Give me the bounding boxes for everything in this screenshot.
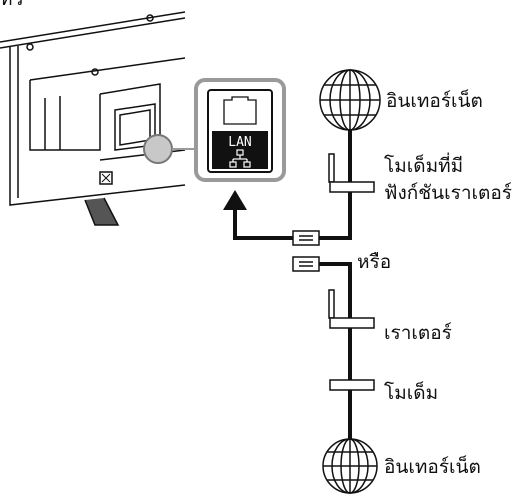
cable-to-router bbox=[319, 262, 352, 318]
or-label: หรือ bbox=[357, 251, 392, 273]
modem-router-device bbox=[328, 153, 375, 193]
internet-label-top: อินเทอร์เน็ต bbox=[386, 90, 483, 112]
modem-label: โมเด็ม bbox=[384, 382, 439, 404]
cable-to-modem-router bbox=[319, 192, 352, 240]
modem-device bbox=[329, 379, 375, 391]
modem-router-label: โมเด็มที่มี ฟังก์ชันเราเตอร์ bbox=[384, 155, 512, 204]
network-icon bbox=[229, 149, 251, 168]
ethernet-socket-icon bbox=[223, 96, 257, 125]
lan-cable-to-tv bbox=[233, 208, 293, 240]
lan-port-callout: LAN bbox=[194, 78, 286, 182]
tv-rear-panel bbox=[0, 11, 186, 226]
router-device bbox=[328, 289, 375, 329]
lan-port-label: LAN bbox=[228, 135, 251, 150]
internet-globe-bottom-icon bbox=[322, 438, 378, 494]
internet-globe-top-icon bbox=[319, 69, 381, 131]
lan-port-highlight bbox=[143, 134, 173, 164]
internet-label-bottom: อินเทอร์เน็ต bbox=[384, 456, 481, 478]
router-label: เราเตอร์ bbox=[384, 322, 452, 344]
lan-connector-lower bbox=[292, 256, 320, 272]
tv-label: ทีวี bbox=[0, 0, 23, 11]
arrow-to-lan-port bbox=[223, 190, 247, 210]
lan-connector-upper bbox=[292, 230, 320, 246]
